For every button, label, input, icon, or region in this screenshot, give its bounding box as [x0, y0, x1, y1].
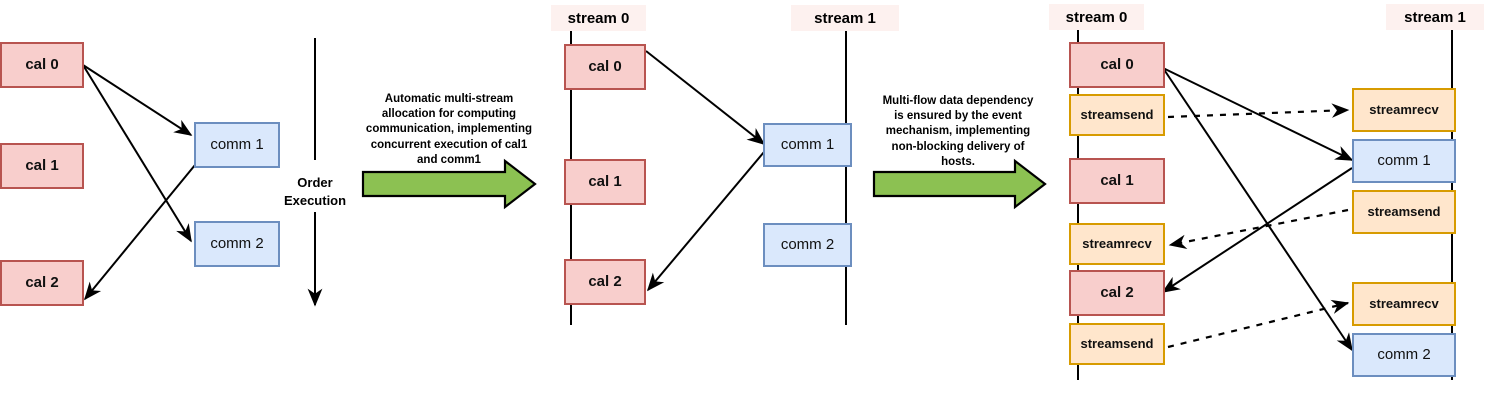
node-label: comm 1	[1377, 151, 1431, 169]
order-execution-label-line-1: Order	[297, 175, 333, 190]
panel1-arrow-cal0-to-comm1	[82, 64, 193, 136]
transition-2-caption: Multi-flow data dependency is ensured by…	[872, 94, 1044, 170]
node-streamsend-b-panel3[interactable]: streamsend	[1069, 323, 1165, 365]
panel1-arrow-comm1-to-cal2	[83, 164, 196, 301]
lifeline-stream-1-panel2	[845, 30, 847, 325]
node-label: cal 2	[1100, 283, 1134, 301]
stream-0-header-panel2: stream 0	[551, 5, 646, 31]
stream-label-text: stream 0	[567, 9, 630, 27]
node-label: streamrecv	[1082, 235, 1152, 251]
node-comm-1-panel2[interactable]: comm 1	[763, 123, 852, 167]
node-cal-1-panel3[interactable]: cal 1	[1069, 158, 1165, 204]
node-label: cal 1	[25, 156, 59, 174]
panel2-arrow-cal0-to-comm1	[645, 50, 766, 145]
node-label: streamrecv	[1369, 295, 1439, 311]
node-label: comm 2	[1377, 345, 1431, 363]
stream-1-header-panel3: stream 1	[1386, 4, 1484, 30]
node-label: streamsend	[1080, 335, 1154, 351]
node-label: streamsend	[1080, 106, 1154, 122]
caption-line: and comm1	[417, 153, 481, 166]
order-execution-label: Order Execution	[265, 174, 365, 209]
stream-label-text: stream 1	[1404, 8, 1466, 26]
caption-line: communication, implementing	[365, 123, 533, 136]
panel1-arrow-cal0-to-comm2	[82, 64, 192, 243]
green-transition-arrow-1	[361, 158, 537, 210]
panel3-dashed-send-c-to-recv-a	[1168, 208, 1349, 249]
panel3-arrow-comm1-to-cal2	[1161, 167, 1353, 293]
caption-line: is ensured by the event	[894, 110, 1022, 123]
node-comm-2-panel2[interactable]: comm 2	[763, 223, 852, 267]
node-label: comm 1	[780, 135, 835, 153]
node-comm-1[interactable]: comm 1	[194, 122, 280, 168]
node-label: comm 2	[210, 234, 264, 252]
node-label: comm 1	[210, 135, 264, 153]
node-streamsend-c-panel3[interactable]: streamsend	[1352, 190, 1456, 234]
node-streamsend-a-panel3[interactable]: streamsend	[1069, 94, 1165, 136]
node-cal-0[interactable]: cal 0	[0, 42, 84, 88]
order-execution-label-line-2: Execution	[283, 192, 347, 208]
caption-line: Automatic multi-stream	[384, 93, 514, 105]
node-label: cal 0	[25, 55, 59, 73]
node-label: comm 2	[780, 235, 835, 253]
caption-line: concurrent execution of cal1	[370, 138, 528, 151]
lifeline-stream-0-panel3	[1077, 30, 1079, 380]
node-label: cal 2	[588, 272, 622, 290]
node-label: cal 2	[25, 273, 59, 291]
panel3-arrow-cal0-to-comm2	[1162, 67, 1353, 352]
caption-line: non-blocking delivery of	[891, 140, 1025, 153]
transition-1-caption: Automatic multi-stream allocation for co…	[363, 92, 535, 168]
panel3-dashed-send-a-to-recv-b	[1167, 103, 1350, 119]
node-comm-1-panel3[interactable]: comm 1	[1352, 139, 1456, 183]
panel3-dashed-send-b-to-recv-c	[1167, 299, 1350, 349]
stream-0-header-panel3: stream 0	[1049, 4, 1144, 30]
node-streamrecv-a-panel3[interactable]: streamrecv	[1069, 223, 1165, 265]
node-label: streamsend	[1367, 203, 1441, 219]
node-cal-0-panel2[interactable]: cal 0	[564, 44, 646, 90]
node-label: streamrecv	[1369, 101, 1439, 117]
node-comm-2[interactable]: comm 2	[194, 221, 280, 267]
node-streamrecv-b-panel3[interactable]: streamrecv	[1352, 88, 1456, 132]
panel3-arrow-cal0-to-comm1	[1162, 67, 1354, 161]
node-label: cal 0	[1100, 55, 1134, 73]
node-cal-0-panel3[interactable]: cal 0	[1069, 42, 1165, 88]
node-comm-2-panel3[interactable]: comm 2	[1352, 333, 1456, 377]
node-label: cal 0	[588, 57, 622, 75]
node-cal-1-panel2[interactable]: cal 1	[564, 159, 646, 205]
caption-line: Multi-flow data dependency	[882, 95, 1034, 107]
node-label: cal 1	[588, 172, 622, 190]
node-cal-2-panel3[interactable]: cal 2	[1069, 270, 1165, 316]
node-cal-1[interactable]: cal 1	[0, 143, 84, 189]
node-streamrecv-c-panel3[interactable]: streamrecv	[1352, 282, 1456, 326]
stream-1-header-panel2: stream 1	[791, 5, 899, 31]
caption-line: allocation for computing	[381, 108, 517, 121]
caption-line: hosts.	[941, 155, 975, 168]
node-label: cal 1	[1100, 171, 1134, 189]
stream-label-text: stream 0	[1065, 8, 1128, 26]
caption-line: mechanism, implementing	[885, 125, 1031, 138]
node-cal-2-panel2[interactable]: cal 2	[564, 259, 646, 305]
node-cal-2[interactable]: cal 2	[0, 260, 84, 306]
stream-label-text: stream 1	[814, 9, 876, 27]
panel2-arrow-comm1-to-cal2	[646, 151, 765, 292]
